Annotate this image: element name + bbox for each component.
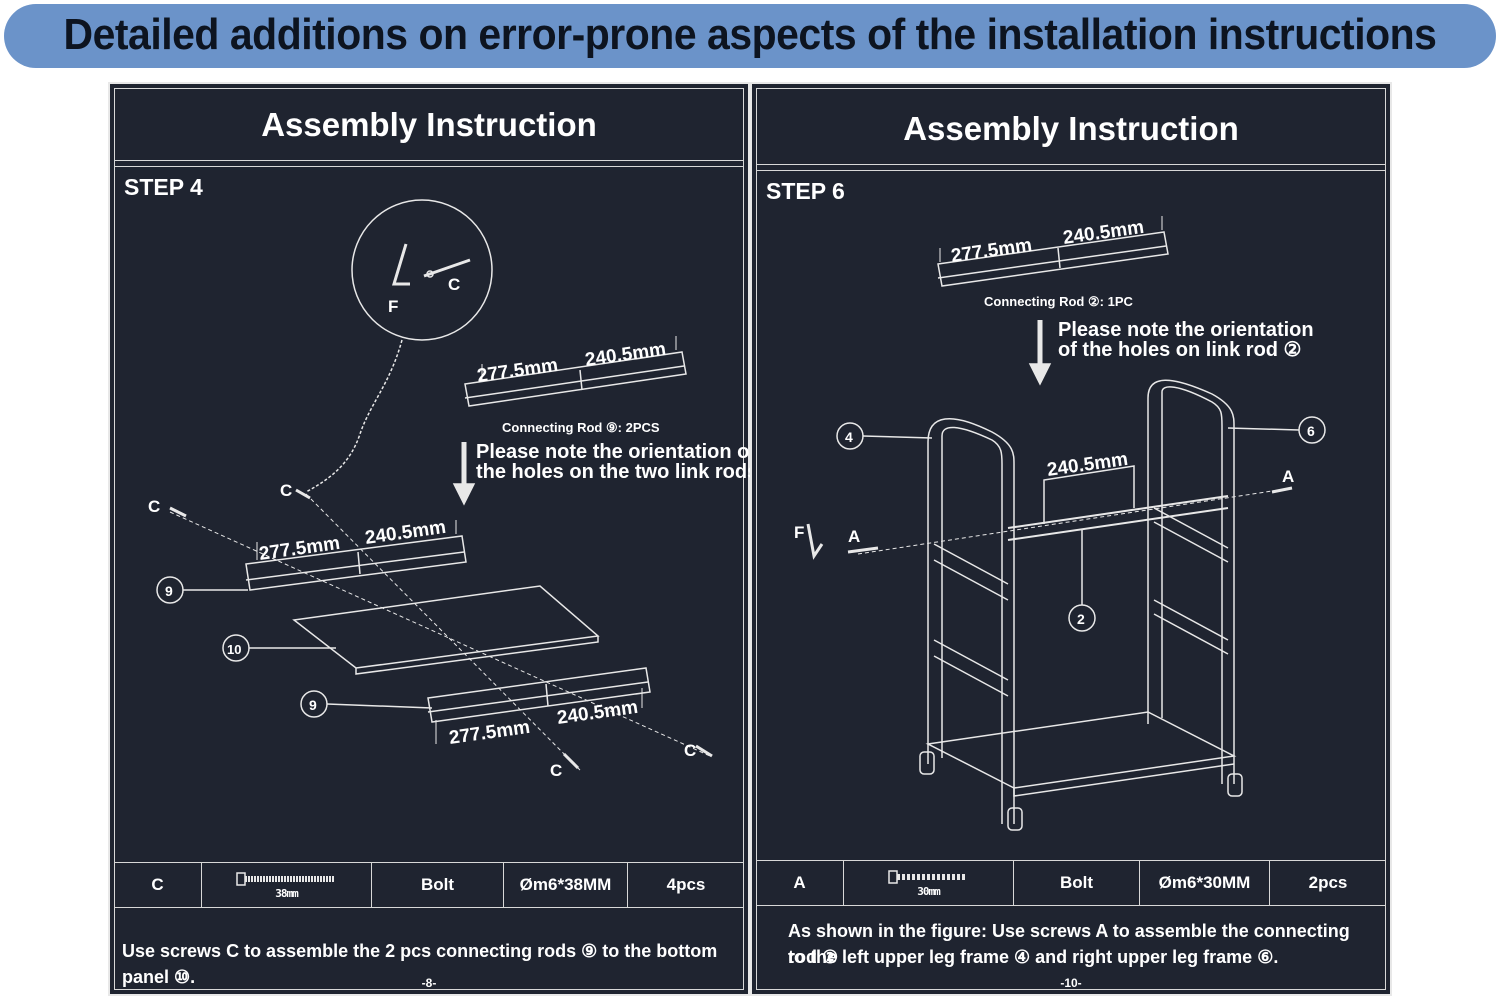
part-image-cell: 30mm: [844, 861, 1014, 905]
step-description-line1: As shown in the figure: Use screws A to …: [788, 921, 1350, 967]
part-quantity: 4pcs: [666, 875, 706, 894]
screw-icon: [847, 546, 879, 554]
panel-frame: [756, 88, 1386, 990]
dimension-label: 277.5mm: [950, 235, 1033, 267]
dimension-label: 240.5mm: [364, 517, 447, 549]
panel-title: Assembly Instruction: [261, 106, 597, 143]
screw-label-a: A: [848, 527, 860, 546]
bolt-icon: [887, 870, 967, 884]
part-label-10: 10: [227, 642, 241, 657]
rod-caption: Connecting Rod ②: 1PC: [984, 294, 1133, 309]
screw-label-c: C: [148, 497, 160, 516]
detail-screw-icon: [423, 258, 471, 278]
dimension-label: 277.5mm: [476, 355, 559, 387]
part-label-9: 9: [309, 697, 317, 713]
banner-title: Detailed additions on error-prone aspect…: [63, 10, 1437, 59]
screw-label-c: C: [280, 481, 292, 500]
connecting-rod-bottom: [427, 667, 651, 744]
part-code: C: [114, 863, 202, 907]
screw-icon: [169, 506, 187, 518]
part-label-9: 9: [165, 583, 173, 599]
dimension-label: 277.5mm: [258, 533, 341, 565]
part-code: A: [756, 861, 844, 905]
hinge-label-f: F: [388, 297, 398, 316]
orientation-note-line1: Please note the orientation of: [476, 441, 752, 463]
dimension-label: 240.5mm: [1046, 449, 1129, 481]
l-key-icon: [391, 243, 410, 286]
wheel-icon: [919, 751, 935, 775]
screw-icon: [562, 752, 580, 770]
bolt-icon: [235, 872, 335, 886]
panel-title: Assembly Instruction: [903, 110, 1239, 147]
instruction-panel-step4: Assembly Instruction STEP 4: [108, 82, 752, 996]
orientation-note-line2: of the holes on link rod ②: [1058, 339, 1302, 361]
screw-label-a: A: [1282, 467, 1294, 486]
part-name: Bolt: [1014, 861, 1140, 905]
orientation-note-line1: Please note the orientation: [1058, 319, 1314, 341]
page-number: -8-: [421, 976, 437, 990]
bolt-length-label: 30mm: [917, 885, 940, 898]
part-label-4: 4: [845, 429, 853, 445]
l-key-icon: [806, 523, 824, 560]
screw-label-c: C: [684, 741, 696, 760]
part-name: Bolt: [372, 863, 504, 907]
header-banner: Detailed additions on error-prone aspect…: [4, 4, 1496, 68]
screw-icon: [695, 744, 713, 758]
screw-icon: [295, 488, 311, 500]
dimension-label: 277.5mm: [448, 717, 531, 749]
step-description-line2: to the left upper leg frame ④ and right …: [788, 947, 1279, 967]
detail-zoom-circle: [351, 199, 493, 341]
dimension-label: 240.5mm: [1062, 217, 1145, 249]
panel-frame: [114, 88, 744, 990]
step-description: Use screws C to assemble the 2 pcs conne…: [122, 941, 718, 987]
parts-table-row: A 30mm Bolt Øm6*30MM 2pcs: [756, 860, 1386, 906]
wheel-icon: [1227, 773, 1243, 797]
part-image-cell: 38mm: [202, 863, 372, 907]
dimension-label: 240.5mm: [556, 697, 639, 729]
step4-diagram: C F C C C C 9 10 9 277.5mm 240.5mm 277.5…: [148, 199, 752, 780]
leader-line: [305, 339, 403, 493]
step-label: STEP 6: [766, 178, 845, 204]
key-label-f: F: [794, 523, 804, 542]
connecting-rod-top: [937, 216, 1169, 287]
rod-caption: Connecting Rod ⑨: 2PCS: [502, 420, 660, 435]
step-label: STEP 4: [124, 174, 203, 200]
rack-frame: [919, 379, 1243, 831]
title-divider: [114, 160, 744, 167]
part-quantity: 2pcs: [1308, 873, 1348, 892]
part-label-2: 2: [1077, 611, 1085, 627]
bottom-panel: [292, 585, 600, 675]
dimension-label: 240.5mm: [584, 339, 667, 371]
screw-icon: [1271, 486, 1293, 494]
screw-label-c: C: [550, 761, 562, 780]
hinge-label-c: C: [448, 275, 460, 294]
part-spec: Øm6*30MM: [1140, 861, 1270, 905]
page-number: -10-: [1060, 976, 1082, 990]
connecting-rod-top: [464, 336, 687, 407]
connecting-rod-mid: [245, 520, 467, 591]
step6-diagram: 277.5mm 240.5mm 240.5mm Connecting Rod ②…: [794, 216, 1326, 831]
instruction-panel-step6: Assembly Instruction STEP 6: [750, 82, 1392, 996]
bolt-length-label: 38mm: [275, 887, 298, 900]
part-spec: Øm6*38MM: [504, 863, 628, 907]
wheel-icon: [1007, 807, 1023, 831]
parts-table-row: C 38mm Bolt Øm6*38MM 4pcs: [114, 862, 744, 908]
title-divider: [756, 164, 1386, 171]
orientation-note-line2: the holes on the two link rods ⑨: [476, 461, 752, 483]
part-label-6: 6: [1307, 423, 1315, 439]
